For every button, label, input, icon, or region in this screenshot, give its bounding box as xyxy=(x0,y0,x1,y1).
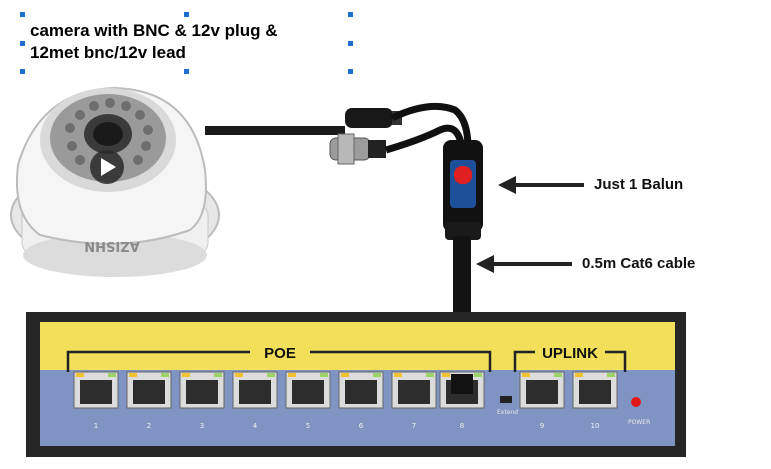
port-number: 4 xyxy=(253,422,258,430)
camera-brand-text: AZISHN xyxy=(84,238,139,253)
caption-textbox[interactable]: camera with BNC & 12v plug & 12met bnc/1… xyxy=(20,12,353,74)
poe-port-1[interactable]: 1 xyxy=(73,371,119,430)
port-number: 8 xyxy=(460,422,464,430)
port-number: 1 xyxy=(94,422,98,430)
resize-handle[interactable] xyxy=(184,12,189,17)
play-icon[interactable] xyxy=(90,150,124,184)
resize-handle[interactable] xyxy=(348,69,353,74)
poe-port-2[interactable]: 2 xyxy=(126,371,172,430)
camera-lead-cable xyxy=(205,126,345,135)
poe-port-4[interactable]: 4 xyxy=(232,371,278,430)
poe-port-8[interactable]: 8 xyxy=(439,371,485,430)
poe-port-7[interactable]: 7 xyxy=(391,371,437,430)
resize-handle[interactable] xyxy=(20,69,25,74)
power-label: POWER xyxy=(628,419,650,426)
uplink-port-10[interactable]: 10 xyxy=(572,371,618,430)
uplink-group-label: UPLINK xyxy=(542,345,598,362)
port-number: 6 xyxy=(359,422,364,430)
balun-arrow xyxy=(498,176,584,194)
bnc-connector xyxy=(329,133,386,165)
balun-label: Just 1 Balun xyxy=(594,176,684,193)
resize-handle[interactable] xyxy=(20,12,25,17)
poe-group-label: POE xyxy=(264,345,296,362)
resize-handle[interactable] xyxy=(348,12,353,17)
extend-label: Extend xyxy=(497,409,518,416)
port-number: 3 xyxy=(200,422,204,430)
port-number: 5 xyxy=(306,422,310,430)
port-number: 7 xyxy=(412,422,416,430)
poe-port-3[interactable]: 3 xyxy=(179,371,225,430)
cat6-plug xyxy=(451,374,473,394)
poe-port-6[interactable]: 6 xyxy=(338,371,384,430)
dome-camera: AZISHN xyxy=(10,86,220,277)
caption-text: camera with BNC & 12v plug & 12met bnc/1… xyxy=(30,21,278,62)
uplink-port-9[interactable]: 9 xyxy=(519,371,565,430)
cable-arrow xyxy=(476,255,572,273)
balun xyxy=(443,140,483,240)
power-led xyxy=(631,397,641,407)
poe-switch: POE UPLINK Extend POWER 1 2 3 xyxy=(26,312,686,457)
cable-label: 0.5m Cat6 cable xyxy=(582,255,696,272)
port-number: 2 xyxy=(147,422,151,430)
port-number: 10 xyxy=(591,422,600,430)
poe-port-5[interactable]: 5 xyxy=(285,371,331,430)
resize-handle[interactable] xyxy=(184,69,189,74)
resize-handle[interactable] xyxy=(348,41,353,46)
resize-handle[interactable] xyxy=(20,41,25,46)
port-number: 9 xyxy=(540,422,544,430)
